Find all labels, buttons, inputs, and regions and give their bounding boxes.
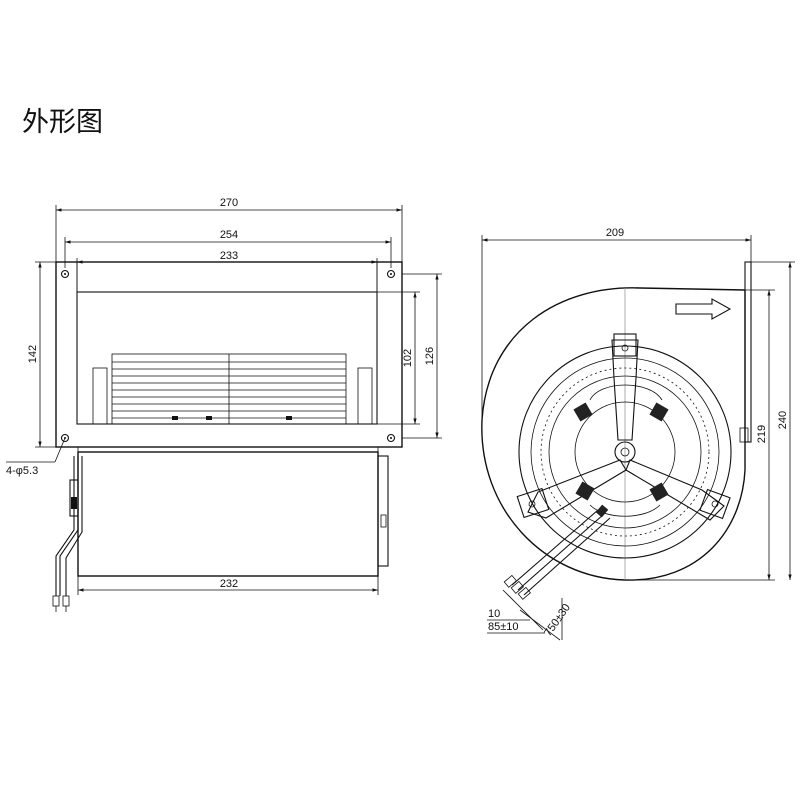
front-dimensions [35, 205, 442, 595]
dim-lead-length: 750±30 [542, 602, 573, 639]
mounting-holes [60, 269, 396, 443]
dim-holes: 4-φ5.3 [6, 465, 38, 477]
front-view [6, 261, 403, 612]
impeller-outer-ring [518, 345, 732, 559]
dim-height-219: 219 [756, 425, 768, 443]
dim-opening-width: 233 [220, 250, 238, 262]
dim-height-142: 142 [27, 345, 39, 363]
scroll-housing [481, 287, 746, 581]
dim-strip: 10 [488, 608, 500, 620]
dim-height-102: 102 [402, 349, 414, 367]
impeller-blades [111, 353, 347, 425]
drawing-title: 外形图 [22, 107, 103, 138]
dim-hole-spacing: 254 [220, 229, 238, 241]
airflow-arrow [675, 298, 732, 320]
side-lead-wires [503, 504, 611, 600]
dim-motor-width: 232 [220, 578, 238, 590]
side-dimensions [481, 235, 795, 641]
dim-height-240: 240 [777, 411, 789, 429]
dim-lead-strip: 85±10 [488, 621, 519, 633]
dim-depth: 209 [606, 227, 624, 239]
lead-wires [52, 456, 83, 612]
dim-overall-width: 270 [220, 197, 238, 209]
hub [614, 441, 636, 463]
motor-housing [77, 451, 379, 577]
motor-bracket [516, 333, 731, 521]
dim-height-126: 126 [424, 347, 436, 365]
side-view [481, 261, 752, 600]
